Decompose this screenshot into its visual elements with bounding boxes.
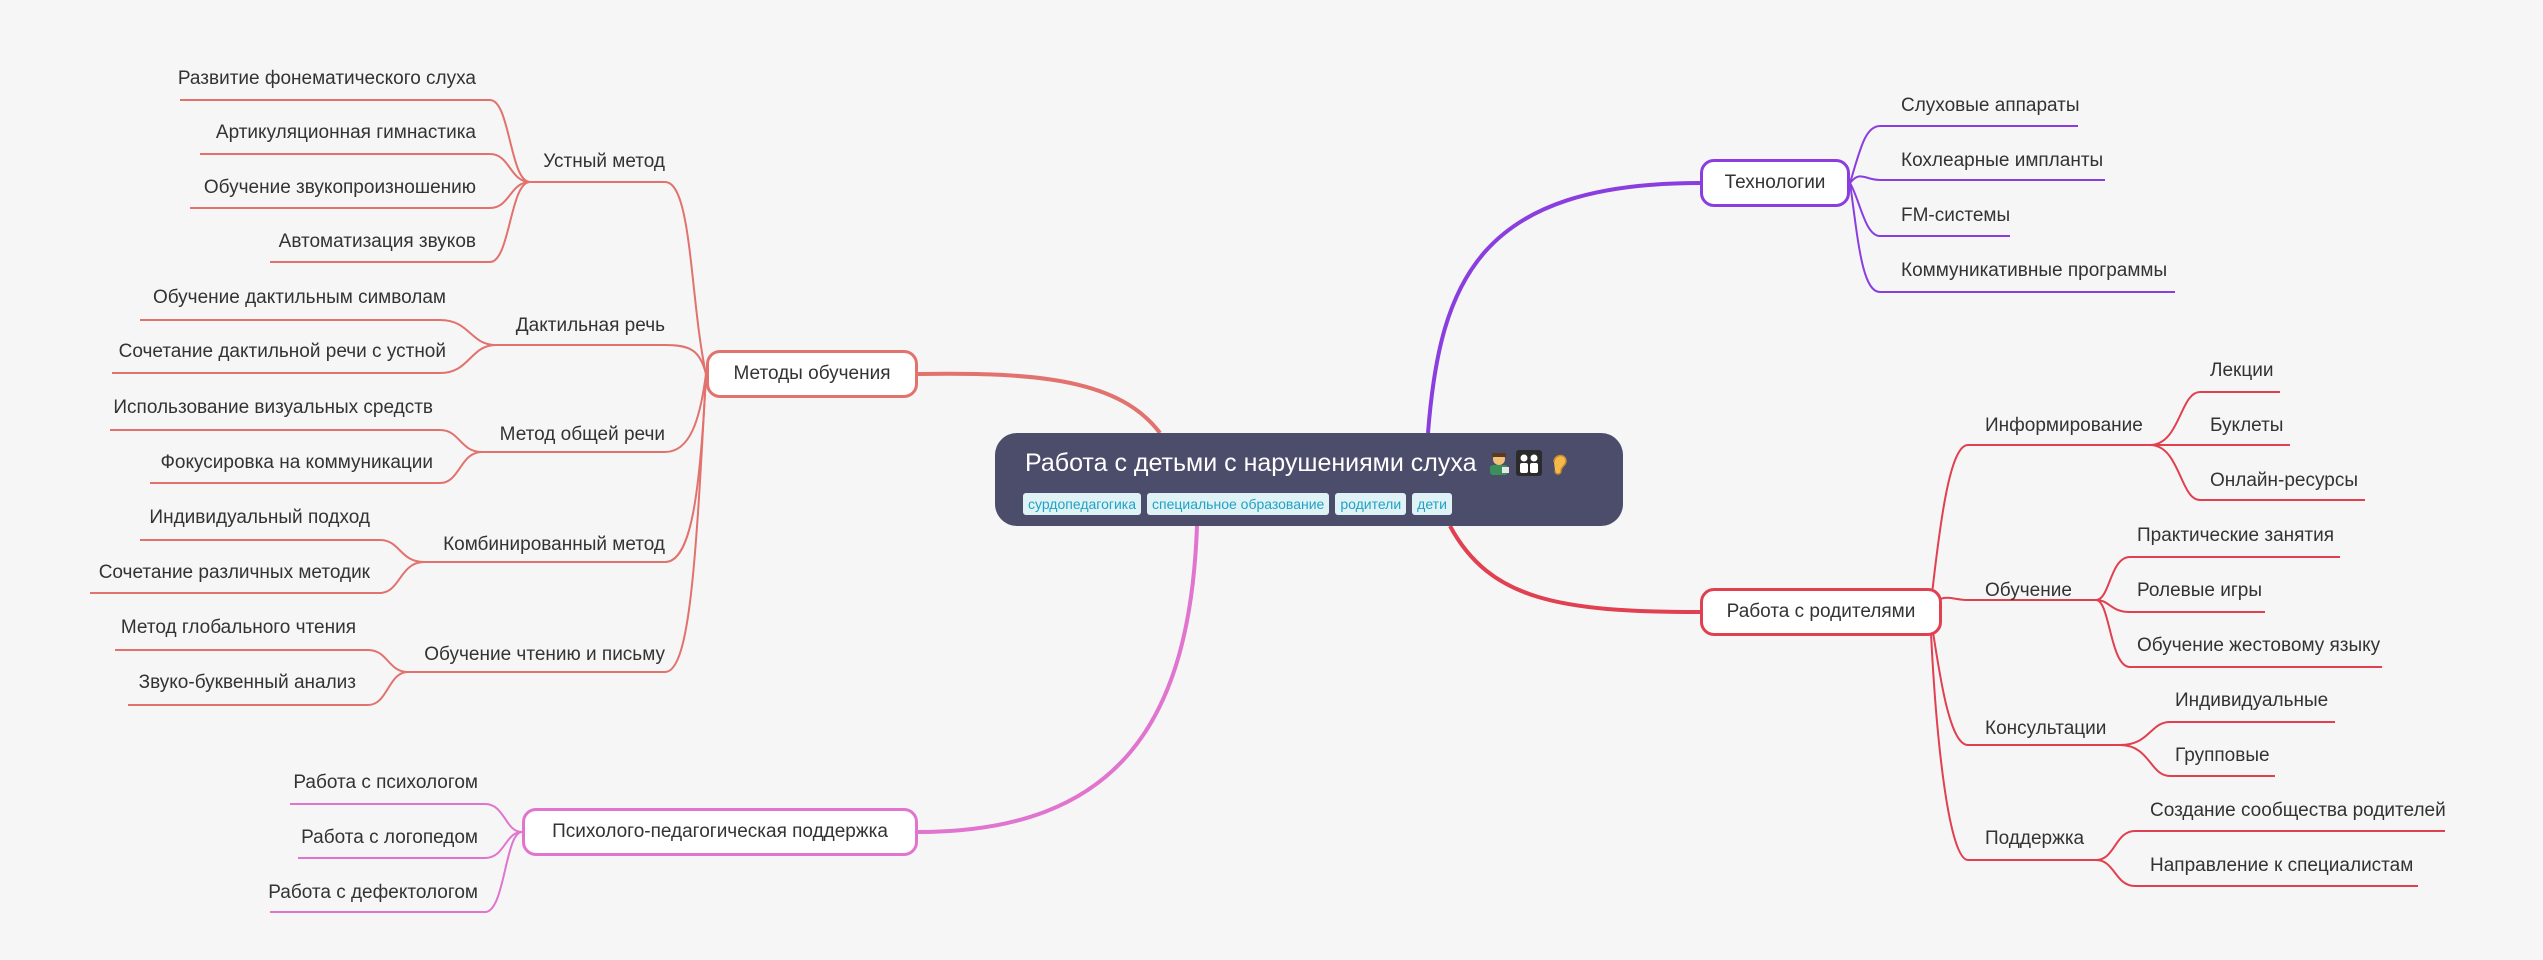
leaf-item[interactable]: Использование визуальных средств [113, 397, 433, 418]
connector-tech [1426, 181, 1701, 434]
root-node[interactable]: Работа с детьми с нарушениями слуха сурд… [995, 433, 1623, 526]
leaf-item[interactable]: Лекции [2210, 360, 2274, 381]
leaf-item[interactable]: Обучение звукопроизношению [203, 177, 476, 198]
branch-methods[interactable]: Методы обучения [706, 350, 918, 398]
group-general-speech[interactable]: Метод общей речи [499, 424, 665, 445]
leaf-item[interactable]: Ролевые игры [2137, 580, 2263, 601]
leaf-item[interactable]: Кохлеарные импланты [1901, 150, 2104, 171]
branch-tech[interactable]: Технологии [1700, 159, 1850, 207]
tag[interactable]: специальное образование [1147, 493, 1330, 515]
leaf-item[interactable]: Слуховые аппараты [1901, 95, 2080, 116]
family-emoji-icon [1516, 450, 1543, 476]
leaf-item[interactable]: Индивидуальные [2175, 690, 2329, 711]
root-tags: сурдопедагогика специальное образование … [1023, 493, 1452, 515]
group-informing[interactable]: Информирование [1985, 415, 2143, 436]
leaf-item[interactable]: Практические занятия [2137, 525, 2335, 546]
tag[interactable]: дети [1412, 493, 1452, 515]
root-title-row: Работа с детьми с нарушениями слуха [1025, 447, 1623, 479]
branch-support[interactable]: Психолого-педагогическая поддержка [522, 808, 918, 856]
leaf-item[interactable]: Работа с дефектологом [268, 882, 478, 903]
root-title: Работа с детьми с нарушениями слуха [1025, 449, 1477, 477]
leaf-item[interactable]: Направление к специалистам [2150, 855, 2414, 876]
leaf-item[interactable]: Обучение жестовому языку [2137, 635, 2381, 656]
leaf-item[interactable]: Сочетание различных методик [98, 562, 370, 583]
group-reading-writing[interactable]: Обучение чтению и письму [424, 644, 665, 665]
leaf-item[interactable]: Обучение дактильным символам [152, 287, 446, 308]
leaf-item[interactable]: Работа с психологом [293, 772, 478, 793]
leaf-item[interactable]: Развитие фонематического слуха [177, 68, 476, 89]
group-oral-method[interactable]: Устный метод [543, 151, 665, 172]
leaf-item[interactable]: Коммуникативные программы [1901, 260, 2168, 281]
leaf-item[interactable]: Автоматизация звуков [278, 231, 476, 252]
group-support[interactable]: Поддержка [1985, 828, 2085, 849]
tag[interactable]: родители [1335, 493, 1407, 515]
leaf-item[interactable]: Буклеты [2210, 415, 2284, 436]
connector-parents [1448, 525, 1701, 614]
leaf-item[interactable]: Фокусировка на коммуникации [160, 452, 433, 473]
leaf-item[interactable]: Метод глобального чтения [120, 617, 356, 638]
group-consultations[interactable]: Консультации [1985, 718, 2107, 739]
branch-parents[interactable]: Работа с родителями [1700, 588, 1942, 636]
connector-methods [917, 371, 1162, 435]
leaf-item[interactable]: FM-системы [1901, 205, 2011, 226]
group-combined-method[interactable]: Комбинированный метод [443, 534, 665, 555]
tag[interactable]: сурдопедагогика [1023, 493, 1142, 515]
teacher-emoji-icon [1490, 453, 1510, 475]
leaf-item[interactable]: Артикуляционная гимнастика [215, 122, 476, 143]
leaf-item[interactable]: Групповые [2175, 745, 2270, 766]
leaf-item[interactable]: Индивидуальный подход [149, 507, 370, 528]
connector-support [917, 525, 1199, 834]
leaf-item[interactable]: Онлайн-ресурсы [2210, 470, 2359, 491]
ear-emoji-icon [1553, 454, 1568, 475]
group-dactyl-speech[interactable]: Дактильная речь [515, 315, 665, 336]
group-training[interactable]: Обучение [1985, 580, 2072, 601]
leaf-item[interactable]: Сочетание дактильной речи с устной [118, 341, 446, 362]
leaf-item[interactable]: Создание сообщества родителей [2150, 800, 2446, 821]
leaf-item[interactable]: Работа с логопедом [301, 827, 478, 848]
leaf-item[interactable]: Звуко-буквенный анализ [138, 672, 356, 693]
